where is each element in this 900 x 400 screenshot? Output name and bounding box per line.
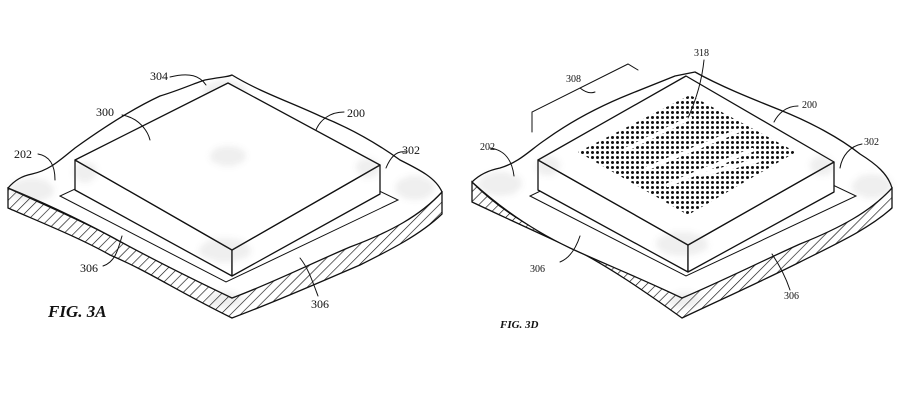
- ref-label-g: 306: [311, 297, 329, 311]
- ref-label-d: 202: [14, 147, 32, 161]
- ref-label-c: 200: [802, 100, 817, 111]
- ref-label-e: 302: [402, 143, 420, 157]
- figure-3a: 304 300 200 202 302 306 306 FIG. 3A: [7, 69, 443, 321]
- leader-lines-3a: [37, 74, 407, 297]
- dot-array: [578, 95, 796, 215]
- ref-label-f: 306: [530, 264, 545, 275]
- block-stipple: [73, 146, 380, 262]
- ref-label-d: 202: [480, 142, 495, 153]
- block-top-face: [74, 82, 381, 251]
- dot-array-channels: [623, 116, 762, 187]
- ref-label-c: 200: [347, 106, 365, 120]
- leader-lines-3d: [489, 59, 863, 291]
- ref-label-f: 306: [80, 261, 98, 275]
- ref-label-e: 302: [864, 137, 879, 148]
- block-stipple: [536, 156, 834, 256]
- ref-label-a: 304: [150, 69, 168, 83]
- figure-caption: FIG. 3D: [499, 319, 539, 331]
- ref-label-b: 300: [96, 105, 114, 119]
- figure-3d: 318 308 200 202 302 306 306 FIG. 3D: [471, 48, 893, 331]
- ref-label-b: 308: [566, 74, 581, 85]
- substrate-stipple: [478, 172, 892, 308]
- ref-label-a: 318: [694, 48, 709, 59]
- figure-caption: FIG. 3A: [47, 302, 107, 321]
- bracket-308: [531, 63, 639, 133]
- ref-label-g: 306: [784, 291, 799, 302]
